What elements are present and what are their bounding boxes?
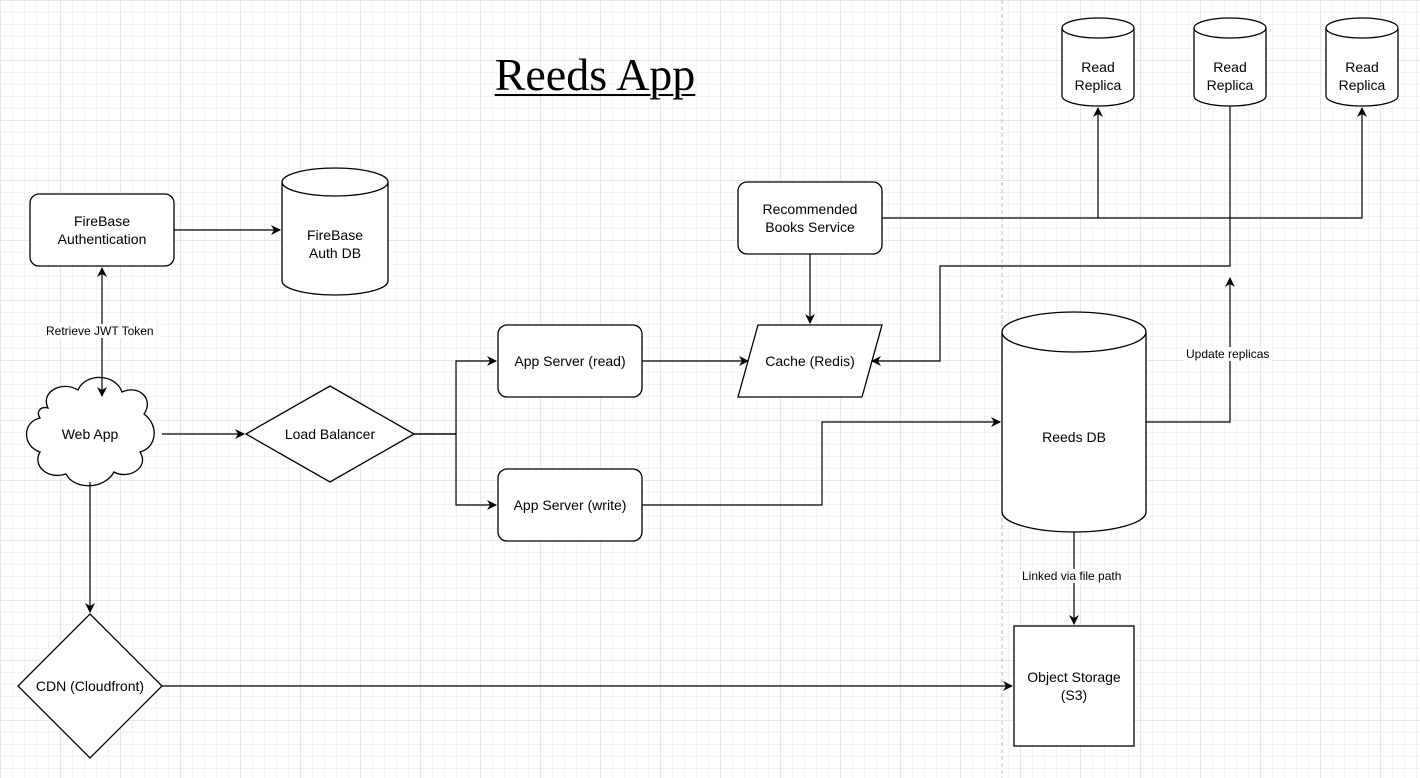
web-app-label: Web App (61, 426, 119, 442)
replica-2-cylinder (1193, 17, 1267, 107)
load-balancer-diamond (244, 385, 416, 483)
edge-lb-to-read (414, 356, 497, 435)
edge-write-to-db (642, 417, 1001, 506)
rec-service-label: Recommended Books Service (762, 201, 858, 235)
firebase-db-label: FireBase Auth DB (306, 227, 364, 261)
load-balancer-label: Load Balancer (284, 426, 376, 442)
edge-update-replicas (1146, 277, 1235, 423)
replica-2-label: Read Replica (1206, 59, 1254, 93)
edge-label-jwt: Retrieve JWT Token (44, 324, 156, 338)
edge-lb-to-write (414, 433, 497, 510)
cache-parallelogram (737, 324, 883, 398)
object-storage-box (1013, 625, 1135, 747)
app-server-write-label: App Server (write) (513, 497, 627, 513)
replica-3-label: Read Replica (1338, 59, 1386, 93)
replica-3-cylinder (1325, 17, 1399, 107)
edge-replica-to-cache (871, 106, 1231, 366)
cache-label: Cache (Redis) (765, 353, 855, 369)
replica-1-cylinder (1061, 17, 1135, 107)
edge-label-linked: Linked via file path (1020, 569, 1124, 583)
app-server-read-label: App Server (read) (514, 353, 626, 369)
replica-1-label: Read Replica (1074, 59, 1122, 93)
edge-rec-to-replicas (882, 107, 1367, 219)
edge-label-update-replicas: Update replicas (1184, 347, 1272, 361)
object-storage-label: Object Storage (S3) (1027, 669, 1121, 703)
cdn-label: CDN (Cloudfront) (35, 678, 145, 694)
reeds-db-label: Reeds DB (1042, 429, 1106, 445)
cdn-diamond (17, 613, 163, 759)
firebase-db-cylinder (281, 167, 389, 296)
page-title: Reeds App (494, 49, 696, 100)
firebase-auth-label: FireBase Authentication (57, 213, 147, 247)
reeds-db-cylinder (1001, 311, 1147, 533)
